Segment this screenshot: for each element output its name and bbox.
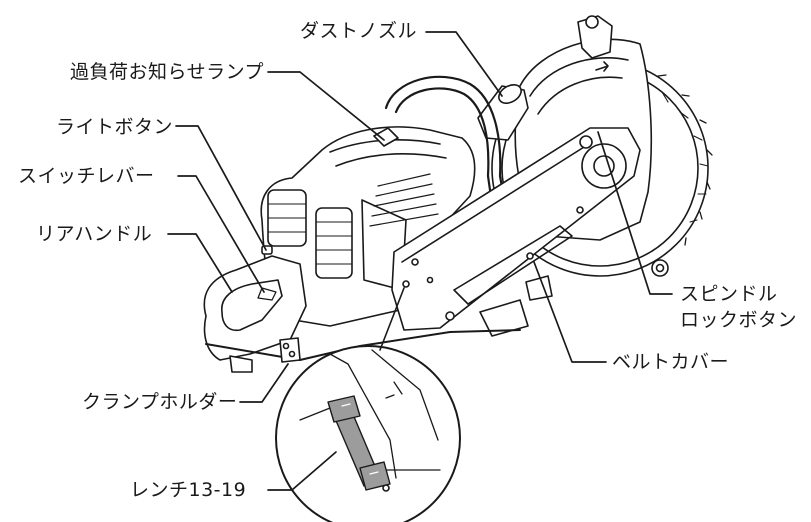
wrench-label: レンチ13-19	[130, 479, 247, 501]
belt-cover-label: ベルトカバー	[612, 351, 730, 373]
spindle-lock-label-line2: ロックボタン	[680, 309, 798, 331]
spindle-lock-label-line1: スピンドル	[680, 283, 778, 305]
belt-cover-shape	[391, 127, 641, 337]
front-handle	[384, 75, 512, 234]
spindle-lock-knob	[651, 259, 669, 277]
switch-lever-label: スイッチレバー	[18, 165, 155, 187]
light-button-label: ライトボタン	[56, 116, 174, 138]
leader-lines	[167, 31, 673, 491]
overload-lamp-label: 過負荷お知らせランプ	[70, 61, 265, 83]
clamp-holder-label: クランプホルダー	[82, 391, 238, 413]
dust-nozzle-label: ダストノズル	[300, 20, 418, 42]
clamp-holder-shape	[279, 337, 301, 363]
rear-handle-label: リアハンドル	[36, 223, 153, 245]
wrench-inset	[275, 280, 461, 522]
